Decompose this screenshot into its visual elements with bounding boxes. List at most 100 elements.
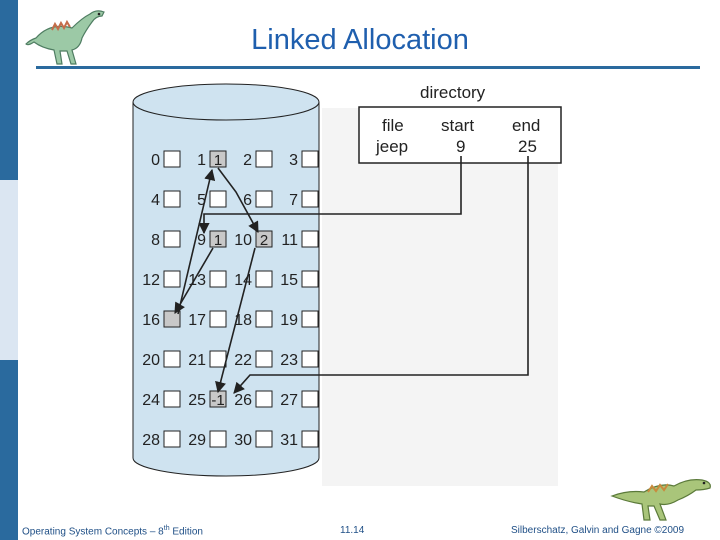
dinosaur-logo-icon xyxy=(610,479,711,521)
block-number: 20 xyxy=(142,352,160,369)
block-box xyxy=(255,150,273,168)
block-box xyxy=(209,230,227,248)
directory-header-end: end xyxy=(512,116,540,135)
side-bar xyxy=(0,0,18,540)
start-pointer-arrow xyxy=(198,156,462,235)
side-bar-segment xyxy=(0,180,18,360)
block-number: 9 xyxy=(197,232,206,249)
block-number: 14 xyxy=(234,272,252,289)
directory-header-file: file xyxy=(382,116,404,135)
directory-file-name: jeep xyxy=(375,137,408,156)
block-number: 7 xyxy=(289,192,298,209)
title-underline xyxy=(36,66,700,69)
block-box xyxy=(163,390,181,408)
disk-block-28: 28 xyxy=(142,430,181,449)
side-bar-segment xyxy=(0,0,18,180)
block-number: 12 xyxy=(142,272,160,289)
disk-block-22: 22 xyxy=(234,350,273,369)
block-box xyxy=(301,430,319,448)
block-number: 4 xyxy=(151,192,160,209)
block-box xyxy=(301,390,319,408)
disk-block-23: 23 xyxy=(280,350,319,369)
block-box xyxy=(255,430,273,448)
block-box xyxy=(301,230,319,248)
block-box xyxy=(209,270,227,288)
disk-block-31: 31 xyxy=(280,430,319,449)
footer-copyright: Silberschatz, Galvin and Gagne ©2009 xyxy=(511,525,685,536)
disk-block-29: 29 xyxy=(188,430,227,449)
footer-book-suffix: Edition xyxy=(169,526,203,538)
chain-arrow-10-to-25 xyxy=(215,247,256,394)
disk-block-4: 4 xyxy=(151,190,181,209)
block-number: 11 xyxy=(281,232,298,249)
disk-block-30: 30 xyxy=(234,430,273,449)
block-box xyxy=(301,350,319,368)
block-number: 15 xyxy=(280,272,298,289)
disk-block-25: 25 -1 xyxy=(188,390,227,409)
directory-header-start: start xyxy=(441,116,474,135)
disk-block-0: 0 xyxy=(151,150,181,169)
block-number: 2 xyxy=(243,152,252,169)
disk-block-8: 8 xyxy=(151,230,181,249)
block-box xyxy=(301,270,319,288)
directory-end-value: 25 xyxy=(518,137,537,156)
disk-block-6: 6 xyxy=(243,190,273,209)
disk-block-13: 13 xyxy=(188,270,227,289)
disk-block-12: 12 xyxy=(142,270,181,289)
directory-panel xyxy=(322,108,558,486)
block-number: 21 xyxy=(188,352,206,369)
block-box xyxy=(255,190,273,208)
block-number: 26 xyxy=(234,392,252,409)
end-pointer-arrow xyxy=(233,156,529,394)
block-number: 29 xyxy=(188,432,206,449)
footer-book-sup: th xyxy=(163,525,170,532)
disk-block-5: 5 xyxy=(197,190,227,209)
block-number: 22 xyxy=(234,352,252,369)
disk-cylinder-top xyxy=(132,83,320,121)
disk-block-24: 24 xyxy=(142,390,181,409)
disk-block-17: 17 xyxy=(188,310,227,329)
side-bar-segment xyxy=(0,360,18,540)
disk-block-2: 2 xyxy=(243,150,273,169)
disk-block-20: 20 xyxy=(142,350,181,369)
chain-arrow-1-to-10 xyxy=(217,167,259,233)
disk-block-10: 10 2 xyxy=(234,230,273,249)
disk-block-7: 7 xyxy=(289,190,319,209)
block-box xyxy=(209,190,227,208)
block-number: 27 xyxy=(280,392,298,409)
block-number: 1 xyxy=(197,152,206,169)
block-pointer-value: -1 xyxy=(211,392,224,409)
block-box xyxy=(163,310,181,328)
block-box xyxy=(255,350,273,368)
directory-table xyxy=(358,106,562,164)
block-box xyxy=(163,230,181,248)
block-number: 31 xyxy=(280,432,298,449)
directory-start-value: 9 xyxy=(456,137,465,156)
footer-book-prefix: Operating System Concepts – 8 xyxy=(22,526,164,538)
block-number: 8 xyxy=(151,232,160,249)
block-box xyxy=(209,310,227,328)
disk-block-26: 26 xyxy=(234,390,273,409)
block-number: 3 xyxy=(289,152,298,169)
block-number: 0 xyxy=(151,152,160,169)
block-box xyxy=(301,310,319,328)
block-number: 10 xyxy=(234,232,252,249)
block-box xyxy=(209,430,227,448)
block-number: 6 xyxy=(243,192,252,209)
block-box xyxy=(163,350,181,368)
block-box xyxy=(255,270,273,288)
block-number: 25 xyxy=(188,392,206,409)
block-box xyxy=(163,190,181,208)
block-number: 30 xyxy=(234,432,252,449)
disk-block-11: 11 xyxy=(281,230,319,249)
block-box xyxy=(209,350,227,368)
disk-block-18: 18 xyxy=(234,310,273,329)
disk-block-3: 3 xyxy=(289,150,319,169)
block-pointer-value: 2 xyxy=(260,232,268,249)
block-number: 5 xyxy=(197,192,206,209)
chain-arrow-16-to-1 xyxy=(177,168,216,315)
block-box xyxy=(255,390,273,408)
block-number: 28 xyxy=(142,432,160,449)
